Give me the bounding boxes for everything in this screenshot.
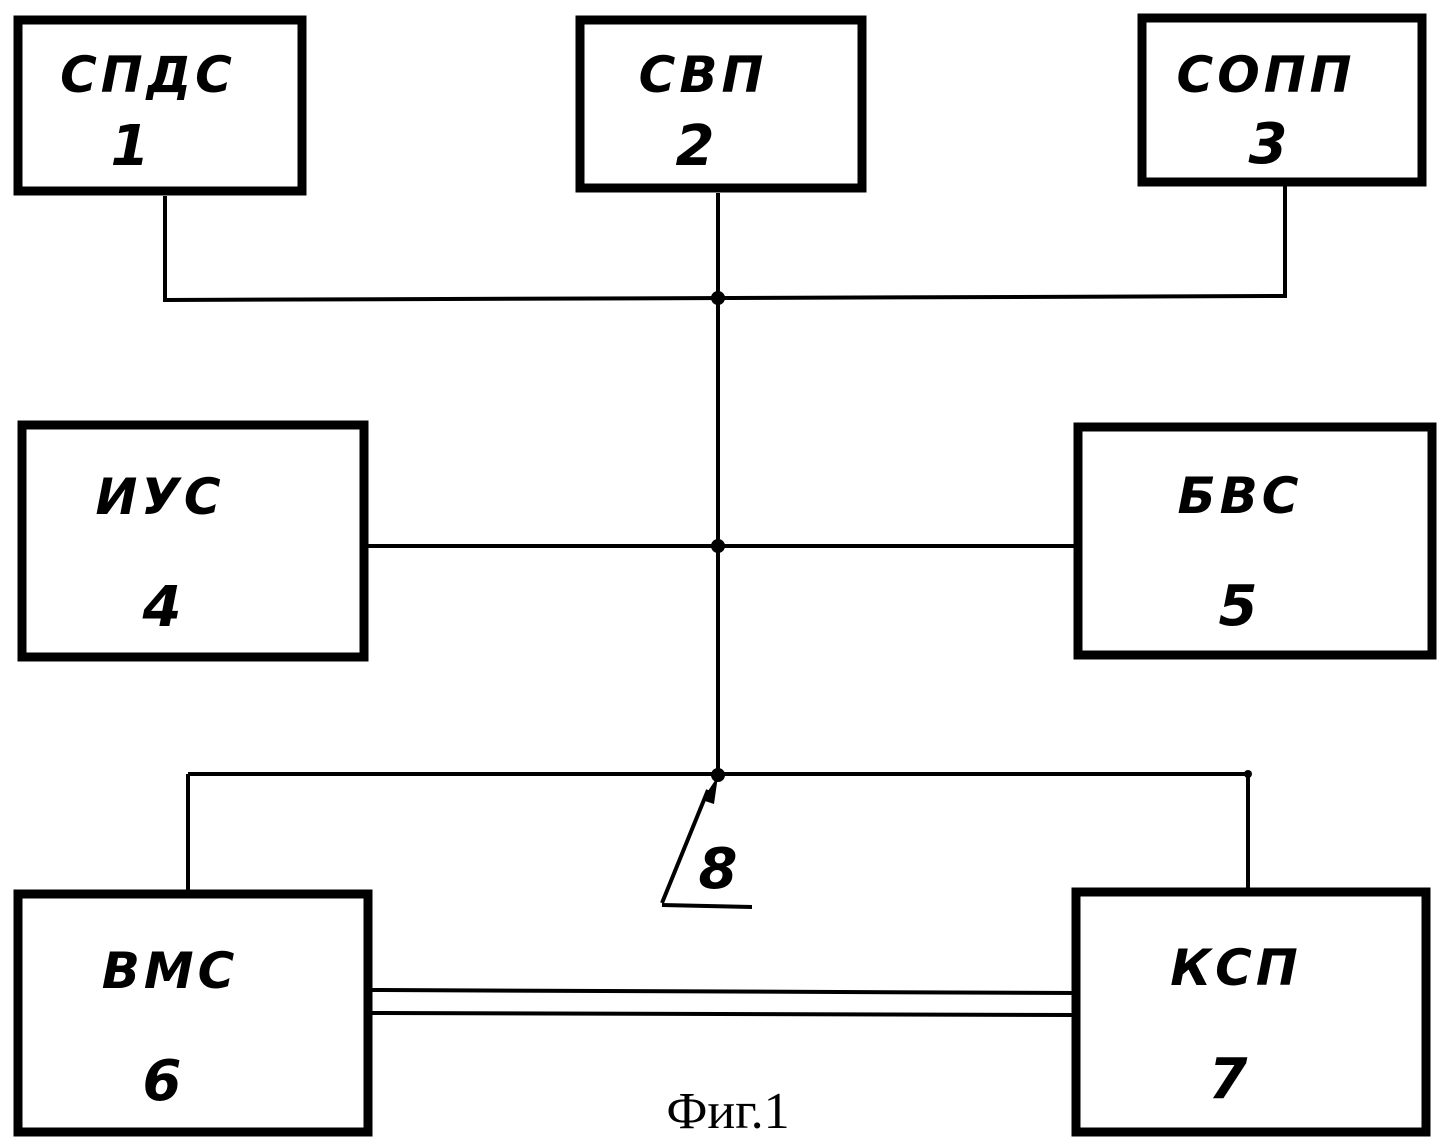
block-5: БВС 5: [1078, 427, 1432, 655]
block-1-abbr: СПДС: [60, 46, 236, 104]
junction-bottom: [711, 768, 725, 782]
block-3-abbr: СОПП: [1177, 46, 1356, 104]
block-7-frame: [1076, 892, 1426, 1132]
block-5-abbr: БВС: [1178, 467, 1303, 525]
block-7: КСП 7: [1076, 892, 1426, 1132]
block-3-number: 3: [1249, 112, 1288, 177]
block-7-abbr: КСП: [1170, 939, 1301, 997]
junction-bottom-right: [1244, 770, 1252, 778]
junction-middle: [711, 539, 725, 553]
block-5-number: 5: [1219, 574, 1258, 639]
block-2: СВП 2: [580, 20, 862, 188]
block-4: ИУС 4: [22, 425, 364, 657]
label-8-underline: [662, 905, 752, 907]
block-4-abbr: ИУС: [95, 468, 224, 526]
block-6: ВМС 6: [18, 894, 368, 1132]
junction-top: [711, 291, 725, 305]
block-3: СОПП 3: [1142, 18, 1422, 182]
wire-b6-b7-lower: [368, 1013, 1076, 1015]
block-2-abbr: СВП: [639, 46, 768, 104]
figure-caption: Фиг.1: [666, 1083, 789, 1140]
wire-b6-b7-upper: [368, 990, 1076, 993]
block-1: СПДС 1: [18, 20, 302, 191]
block-7-number: 7: [1209, 1047, 1248, 1112]
block-6-number: 6: [143, 1049, 182, 1114]
block-4-number: 4: [142, 575, 182, 640]
block-1-number: 1: [111, 114, 150, 179]
block-6-frame: [18, 894, 368, 1132]
block-4-frame: [22, 425, 364, 657]
bus-label-8: 8: [699, 837, 738, 902]
block-2-number: 2: [676, 114, 715, 179]
block-6-abbr: ВМС: [102, 942, 239, 1000]
